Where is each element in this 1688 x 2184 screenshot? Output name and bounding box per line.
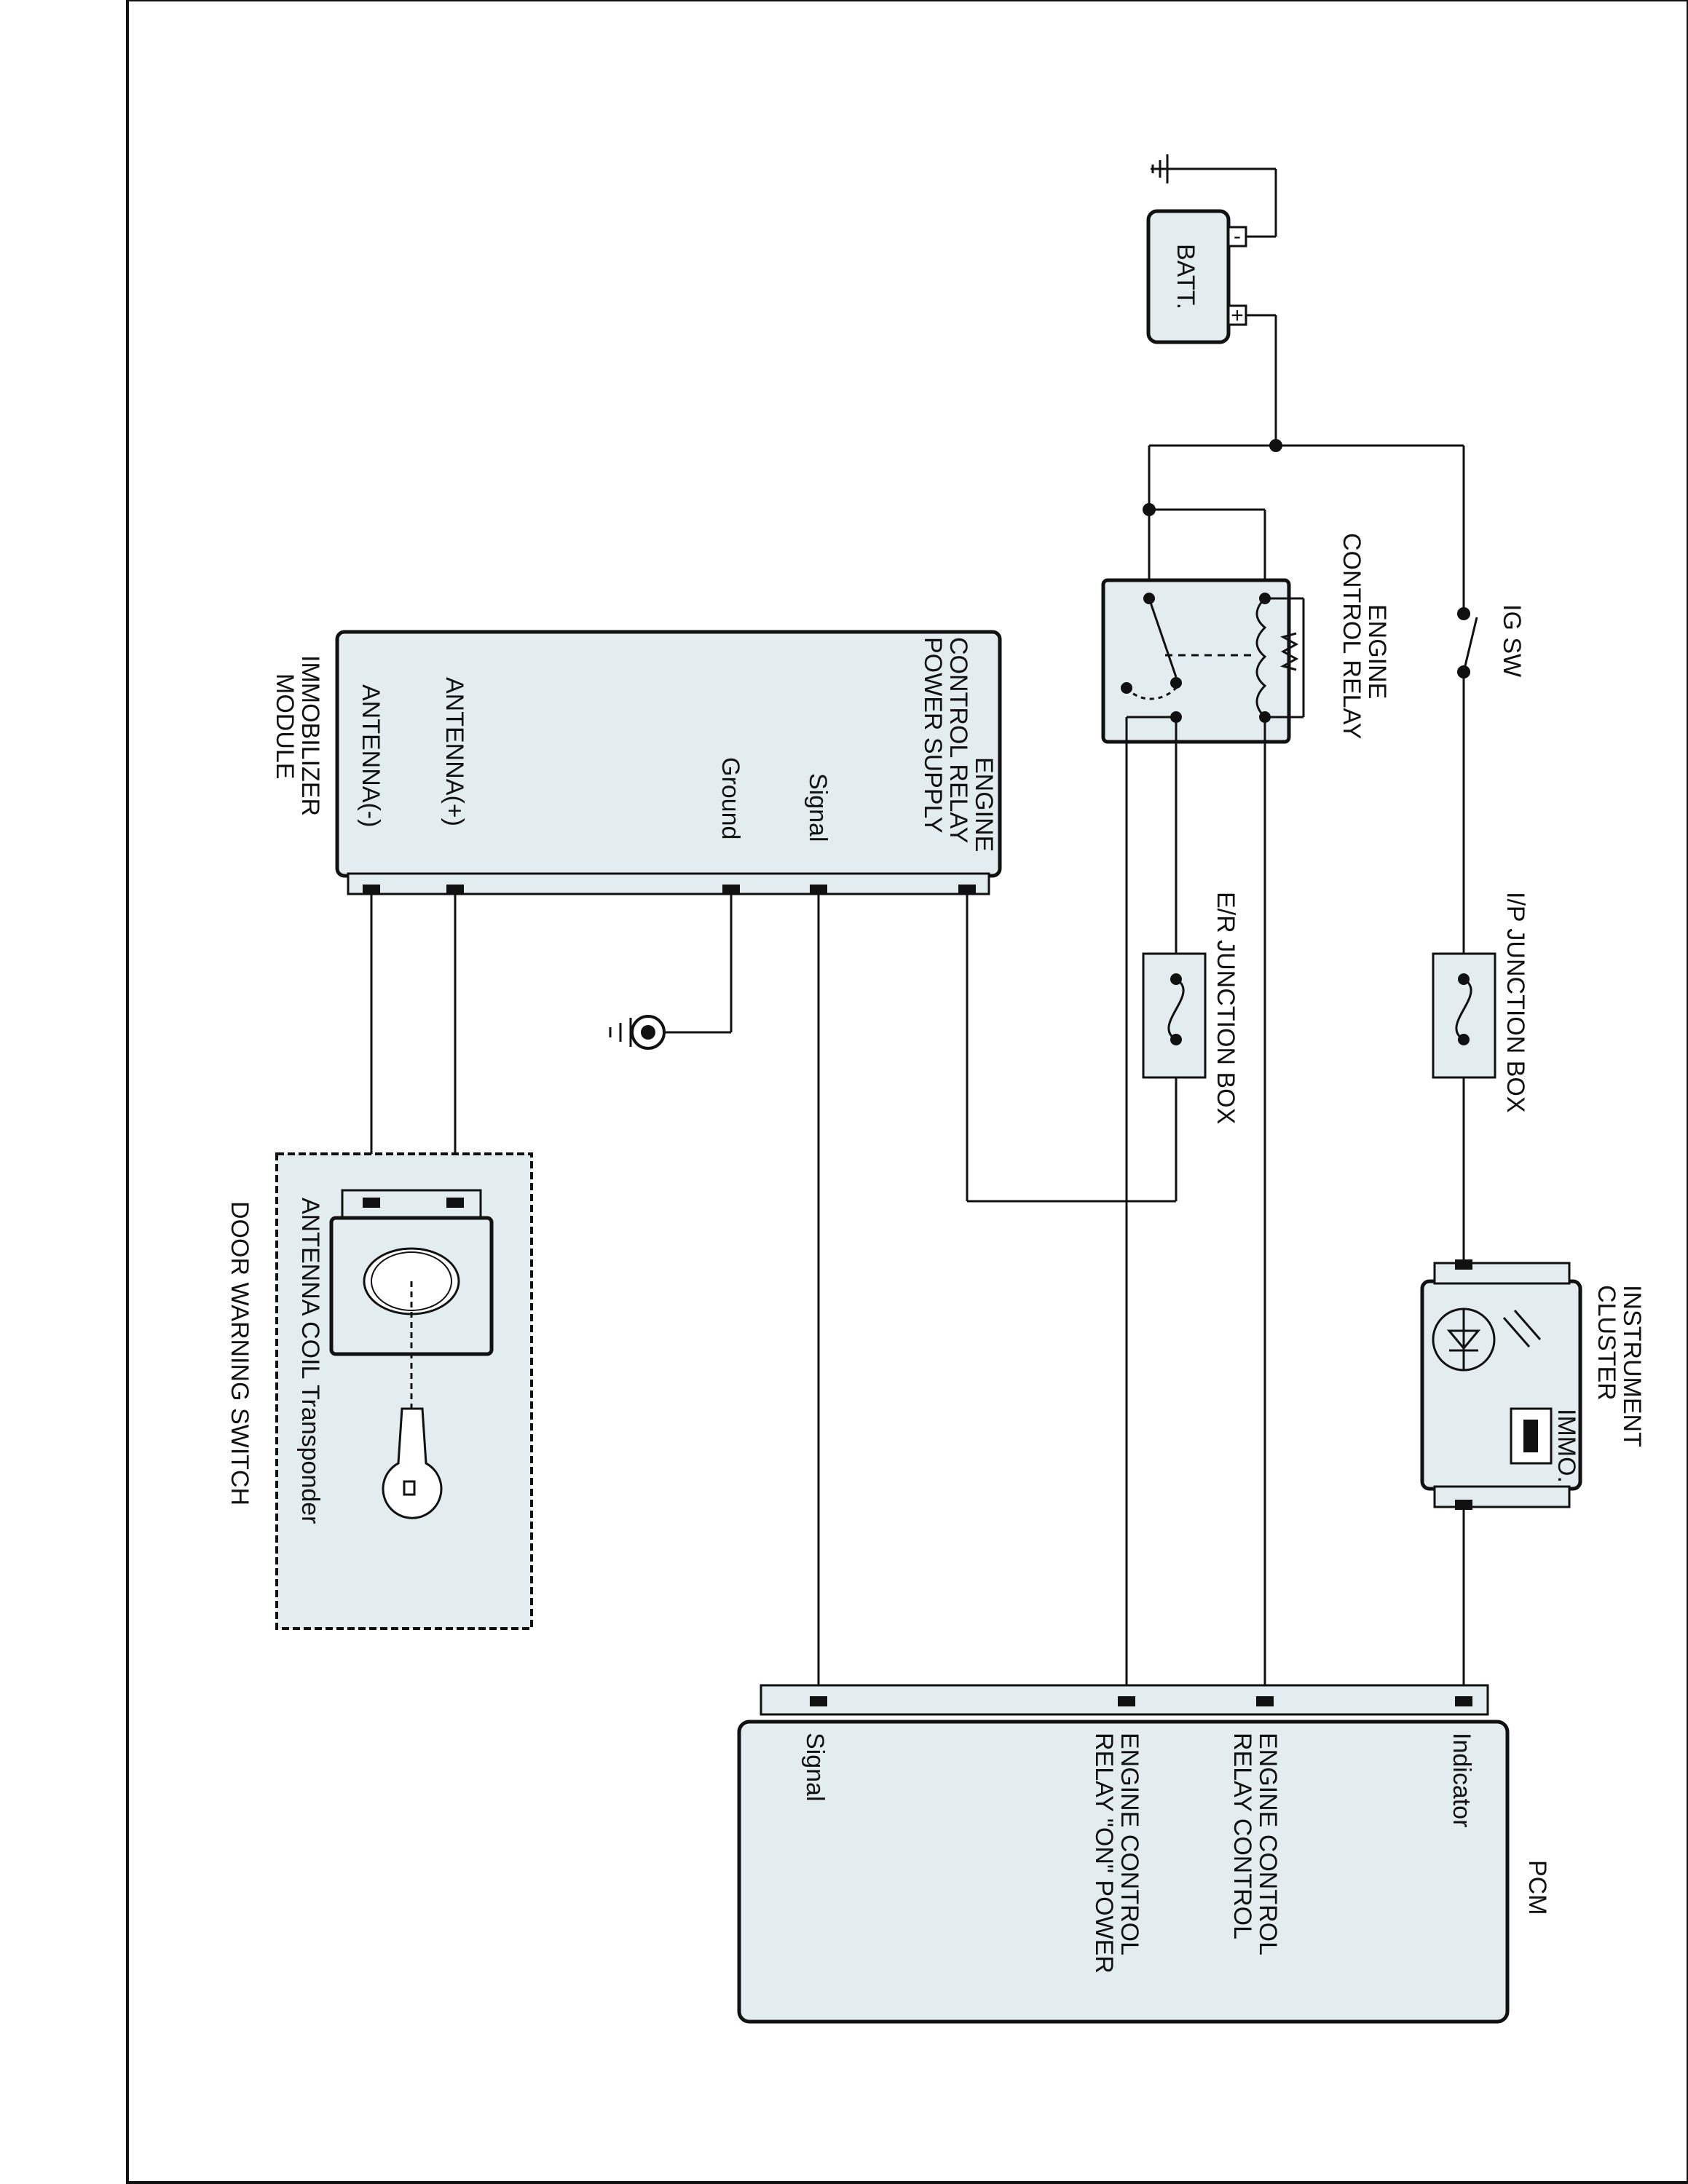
page-frame — [126, 0, 1688, 2184]
door-warning-switch: ANTENNA COIL Transponder DOOR WARNING SW… — [226, 1152, 533, 1630]
er-junction-box-label: E/R JUNCTION BOX — [1212, 892, 1239, 1124]
ip-junction-box-label: I/P JUNCTION BOX — [1502, 892, 1529, 1113]
pin-antenna-pos-label: ANTENNA(+) — [441, 677, 468, 826]
immo-indicator-icon — [1510, 1407, 1553, 1465]
module-ground — [609, 894, 733, 1050]
pcm-pin-relay-on-power-1: ENGINE CONTROL — [1116, 1733, 1143, 1955]
immobilizer-module-label-1: IMMOBILIZER — [296, 655, 324, 816]
pcm-pin-relay-on-power-2: RELAY "ON" POWER — [1090, 1733, 1118, 1974]
battery-ground-icon — [1151, 154, 1169, 183]
indicator-lamp-icon — [1432, 1307, 1542, 1372]
pcm-label: PCM — [1523, 1860, 1551, 1915]
pcm-pin-relay-control-1: ENGINE CONTROL — [1254, 1733, 1282, 1955]
instrument-cluster-label-2: CLUSTER — [1593, 1285, 1620, 1401]
pin-ground-label: Ground — [717, 757, 744, 839]
ig-switch-label: IG SW — [1498, 604, 1526, 677]
pin-signal-label: Signal — [804, 773, 832, 842]
instrument-cluster-label-1: INSTRUMENT — [1618, 1285, 1646, 1447]
er-junction-box: E/R JUNCTION BOX — [966, 892, 1239, 1203]
pin-power-label-3: POWER SUPPLY — [919, 637, 947, 834]
door-warning-switch-label: DOOR WARNING SWITCH — [226, 1201, 253, 1506]
instrument-cluster: INSTRUMENT CLUSTER IMMO. — [1420, 1259, 1646, 1702]
pin-antenna-neg-label: ANTENNA(-) — [357, 684, 384, 827]
engine-control-relay-label-2: CONTROL RELAY — [1338, 533, 1365, 739]
ground-icon — [609, 1018, 632, 1047]
immobilizer-module: ENGINE CONTROL RELAY POWER SUPPLY Signal… — [271, 630, 1002, 895]
ig-switch: IG SW — [1457, 446, 1526, 954]
ip-junction-box: I/P JUNCTION BOX — [1432, 892, 1529, 1263]
engine-control-relay: ENGINE CONTROL RELAY — [1101, 446, 1391, 1702]
battery-neg-symbol: - — [1234, 224, 1241, 248]
pcm-pin-relay-control-2: RELAY CONTROL — [1228, 1733, 1256, 1939]
key-transponder-icon — [382, 1407, 443, 1519]
immo-label: IMMO. — [1553, 1409, 1580, 1483]
pin-power-label-1: ENGINE — [970, 757, 998, 852]
pcm: PCM Indicator ENGINE CONTROL RELAY CONTR… — [737, 1684, 1551, 2024]
engine-control-relay-label-1: ENGINE — [1363, 604, 1391, 699]
battery-label: BATT. — [1172, 244, 1199, 309]
pcm-pin-indicator: Indicator — [1448, 1733, 1475, 1827]
pcm-pin-signal: Signal — [801, 1733, 829, 1802]
battery-pos-symbol: + — [1231, 304, 1244, 328]
immobilizer-module-label-2: MODULE — [271, 673, 299, 779]
antenna-coil-label: ANTENNA COIL Transponder — [296, 1198, 324, 1524]
pin-power-label-2: CONTROL RELAY — [944, 637, 972, 843]
battery: - + BATT. — [1146, 154, 1277, 437]
